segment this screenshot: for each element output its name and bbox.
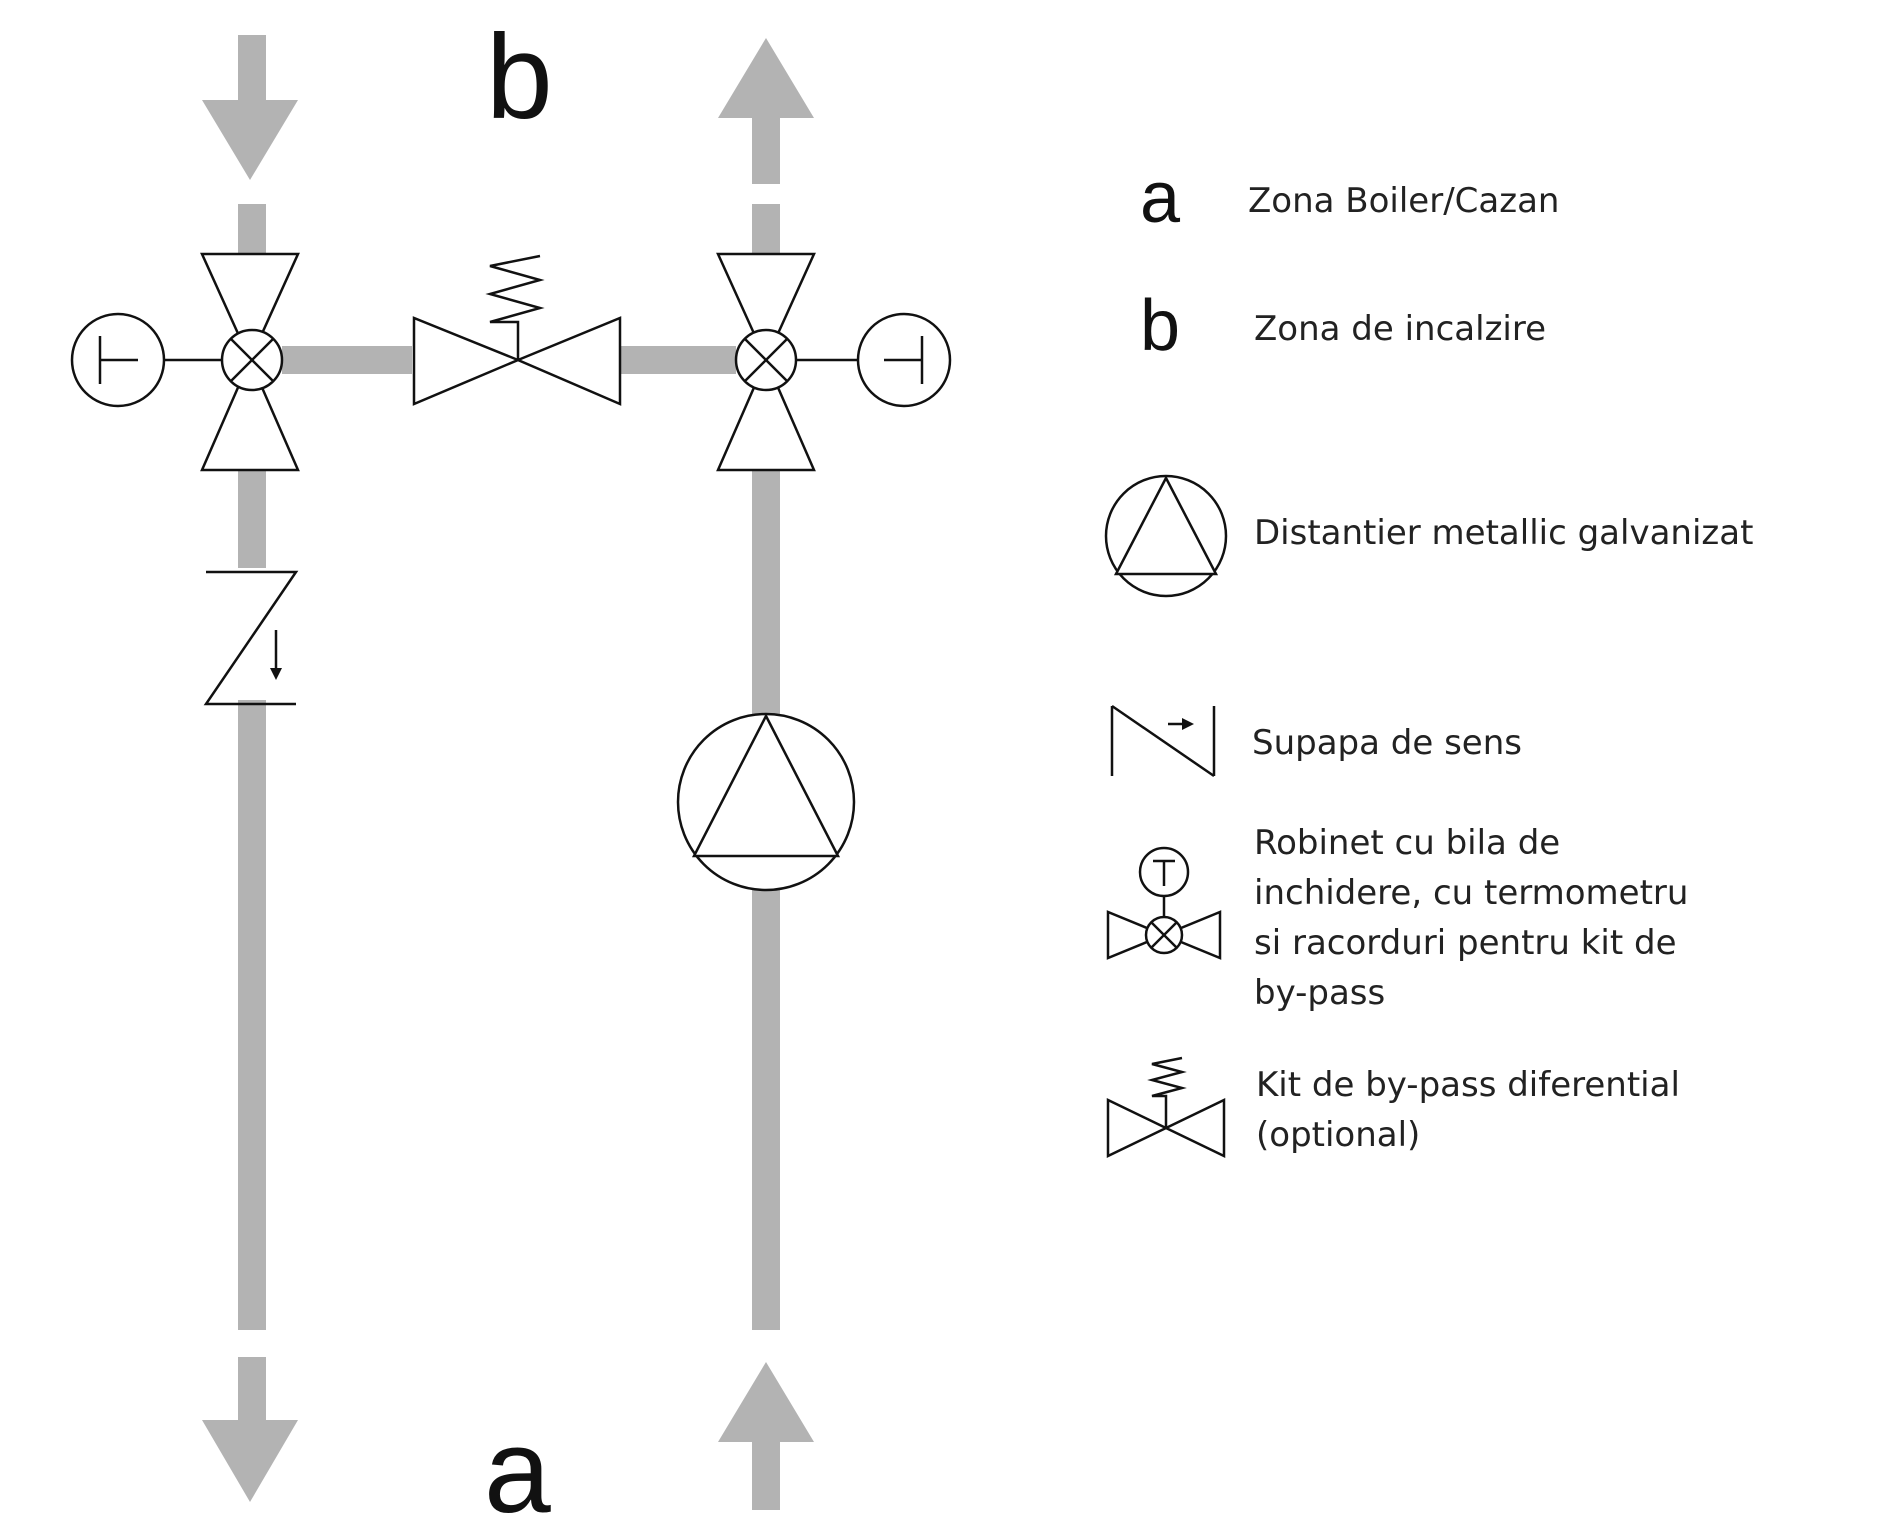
legend-label-ball-valve-line3: si racorduri pentru kit de [1254,923,1677,963]
bypass-pipe [282,346,736,374]
legend-key-a: a [1140,158,1181,238]
right-ball-valve-symbol [716,252,952,472]
legend-label-spacer: Distantier metallic galvanizat [1254,513,1753,553]
legend-label-ball-valve-line4: by-pass [1254,973,1385,1013]
legend-label-ball-valve-line1: Robinet cu bila de [1254,823,1560,863]
zone-top-letter: b [486,10,553,144]
legend-bypass-kit-icon [1106,1056,1226,1158]
left-ball-valve-symbol [70,252,300,472]
legend-label-check-valve: Supapa de sens [1252,723,1522,763]
legend-key-b: b [1140,286,1180,366]
legend-label-ball-valve-line2: inchidere, cu termometru [1254,873,1688,913]
legend-label-boiler: Zona Boiler/Cazan [1248,181,1559,221]
left-pipe [202,35,298,1502]
legend-check-valve-icon [1110,704,1216,778]
zone-bottom-letter: a [484,1404,551,1536]
right-pipe [718,38,814,1510]
bypass-valve-symbol [412,254,622,406]
legend-label-bypass-kit-line2: (optional) [1256,1115,1420,1155]
legend: a Zona Boiler/Cazan b Zona de incalzire … [1104,158,1753,1158]
legend-label-heating: Zona de incalzire [1254,309,1546,349]
pump-symbol [676,712,856,892]
legend-spacer-icon [1104,474,1228,598]
legend-ball-valve-icon [1106,846,1222,960]
legend-label-bypass-kit-line1: Kit de by-pass diferential [1256,1065,1680,1105]
check-valve-symbol [203,570,299,706]
